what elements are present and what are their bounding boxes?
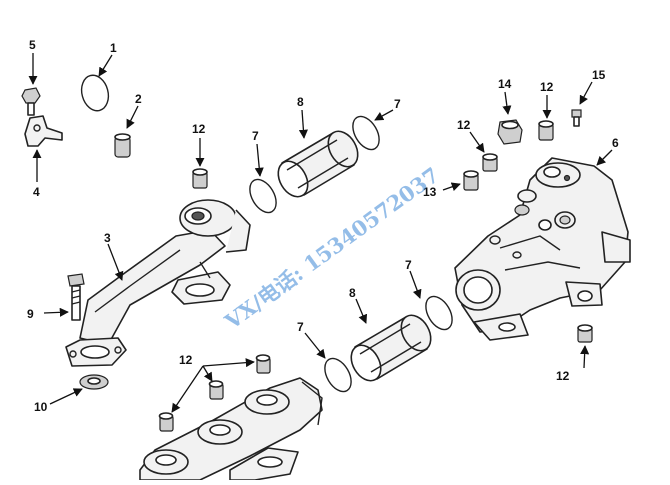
callout-8-a: 8	[297, 95, 304, 109]
sleeve-part-8-lower	[350, 314, 432, 382]
o-ring-part-7-b	[352, 115, 380, 151]
o-ring-part-1	[80, 74, 110, 112]
o-ring-part-7-a	[249, 178, 277, 214]
callout-1: 1	[110, 41, 117, 55]
o-ring-part-7-d	[425, 295, 453, 331]
leader-lines	[28, 53, 613, 413]
callout-10: 10	[34, 400, 48, 414]
cap-part-12-housing-a	[538, 120, 554, 141]
callout-7-d: 7	[405, 258, 412, 272]
callout-7-a: 7	[252, 129, 259, 143]
callout-6: 6	[612, 136, 619, 150]
plug-part-13	[463, 170, 479, 191]
callout-labels: 1 2 3 4 5 6 7 7 7 7 8 8 9 10 12 12 12 12…	[27, 38, 619, 414]
callout-13: 13	[423, 185, 437, 199]
callout-9: 9	[27, 307, 34, 321]
plug-part-2	[114, 133, 131, 158]
callout-12-d: 12	[556, 369, 570, 383]
callout-3: 3	[104, 231, 111, 245]
cap-part-12-upper	[192, 168, 208, 189]
sleeve-part-8-upper	[277, 130, 359, 198]
callout-14: 14	[498, 77, 512, 91]
callout-4: 4	[33, 185, 40, 199]
screw-part-15	[571, 109, 582, 127]
callout-12-b: 12	[540, 80, 554, 94]
callout-12-a: 12	[192, 122, 206, 136]
manifold-lower	[139, 377, 323, 481]
cap-part-12-housing-b	[482, 153, 498, 172]
elbow-pipe-part-3	[65, 199, 251, 367]
callout-12-c: 12	[457, 118, 471, 132]
bracket-part-4	[24, 115, 63, 147]
washer-part-10	[79, 374, 109, 390]
bolt-part-9	[67, 273, 85, 321]
fitting-part-14	[497, 119, 523, 145]
cap-part-12-lower	[577, 324, 593, 343]
callout-12-e: 12	[179, 353, 193, 367]
bolt-part-5	[21, 87, 41, 116]
contact-watermark: VX/电话: 15340572037	[219, 162, 443, 334]
callout-15: 15	[592, 68, 606, 82]
callout-2: 2	[135, 92, 142, 106]
callout-5: 5	[29, 38, 36, 52]
o-ring-part-7-c	[324, 357, 352, 393]
housing-part-6	[454, 157, 631, 341]
callout-7-c: 7	[297, 320, 304, 334]
callout-7-b: 7	[394, 97, 401, 111]
cap-part-12-manifold	[158, 354, 271, 432]
callout-8-b: 8	[349, 286, 356, 300]
